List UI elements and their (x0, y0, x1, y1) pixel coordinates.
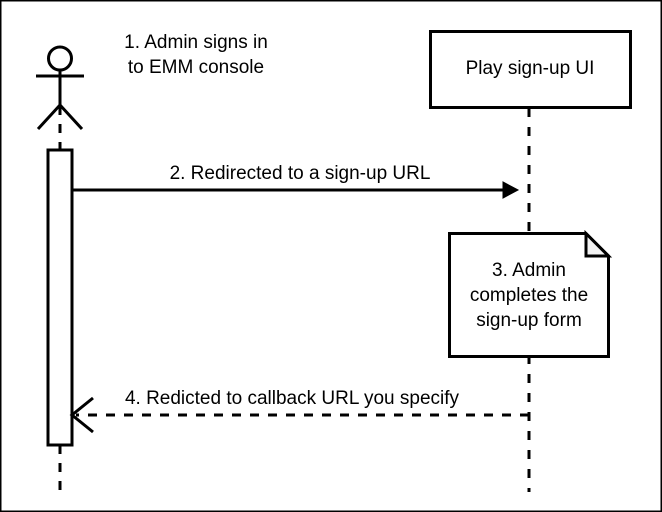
note-3-body (448, 232, 610, 358)
message-4-label: 4. Redicted to callback URL you specify (124, 388, 460, 409)
actor-caption-label: 1. Admin signs in to EMM console (124, 32, 268, 78)
actor-stick-figure-icon (36, 45, 84, 131)
message-2-arrowhead-icon (502, 181, 520, 199)
message-4-arrowhead-icon (69, 396, 94, 434)
participant-label-play-signup-ui: Play sign-up UI (465, 58, 595, 79)
actor-leg-right-icon (58, 103, 84, 131)
message-2-label: 2. Redirected to a sign-up URL (169, 163, 431, 184)
actor-leg-left-icon (36, 103, 62, 131)
actor-activation-bar (46, 148, 74, 447)
note-3-folded-corner-icon (584, 229, 613, 258)
note-3-text: 3. Admin completes the sign-up form (469, 260, 589, 331)
participant-box-play-signup-ui (429, 30, 632, 109)
